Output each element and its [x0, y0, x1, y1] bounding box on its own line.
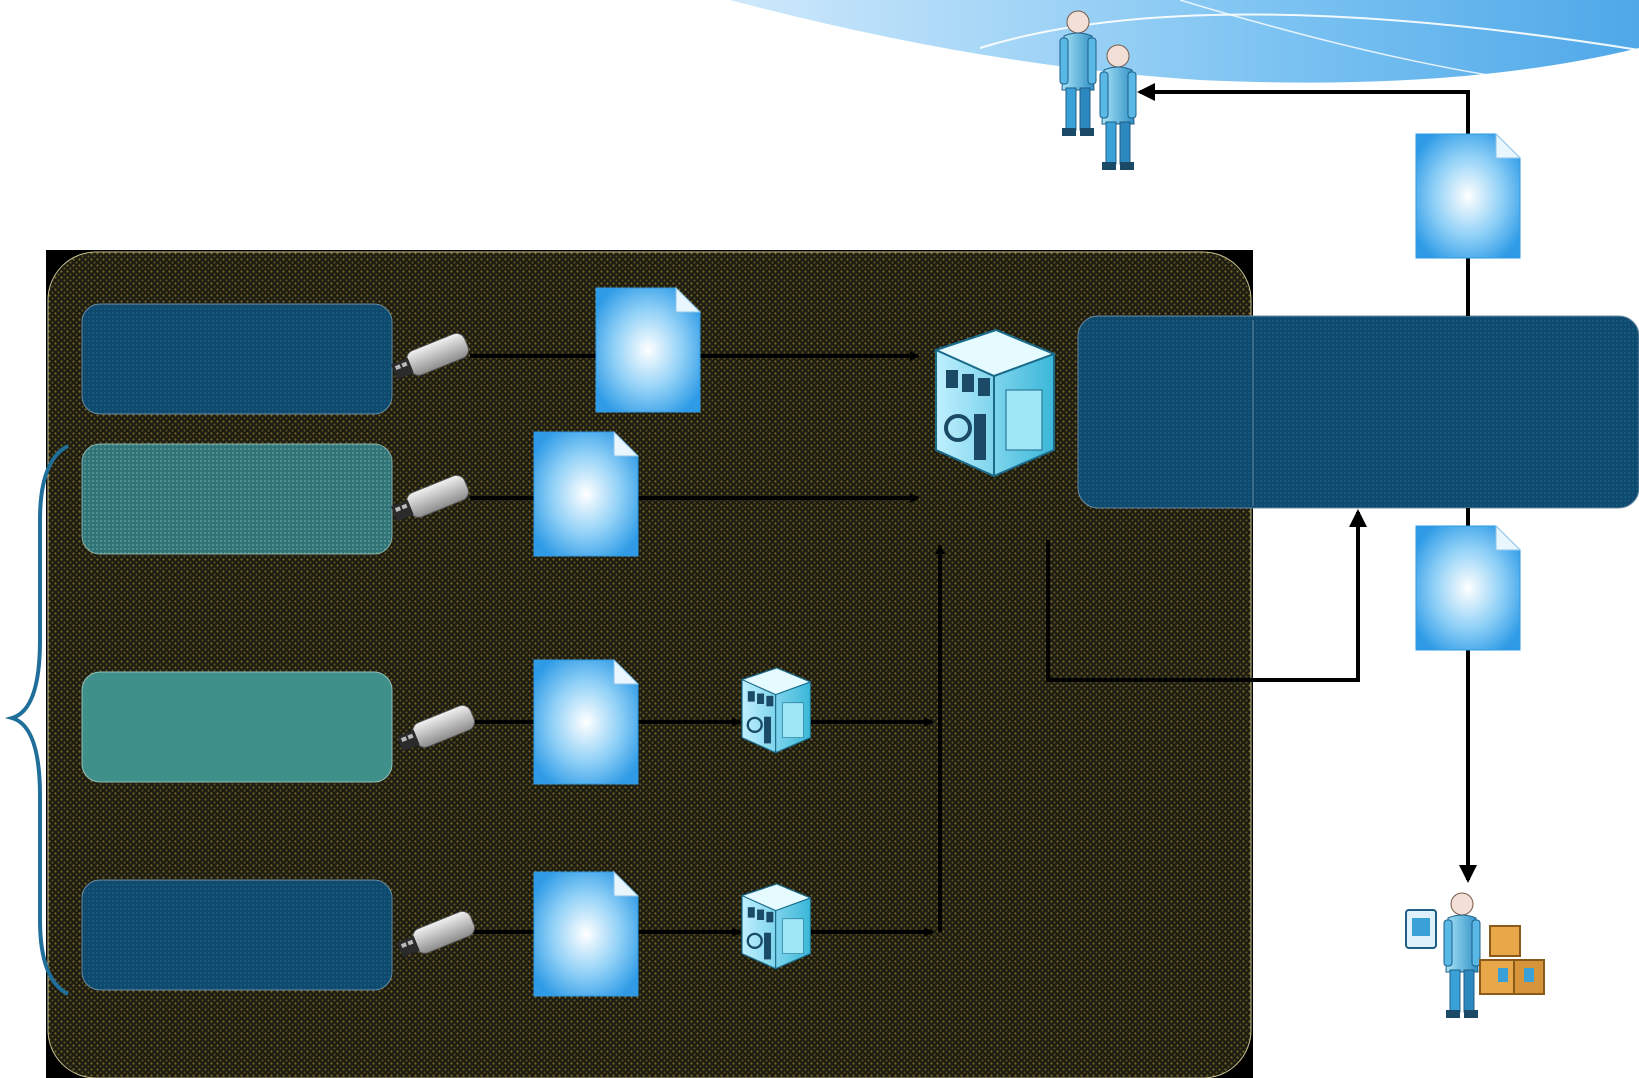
server-building-icon	[740, 882, 812, 970]
source-box-3	[81, 671, 393, 783]
document-icon	[533, 659, 639, 785]
person-with-boxes-icon	[1405, 892, 1545, 1019]
document-icon	[1415, 133, 1521, 259]
data-store-box	[1077, 315, 1639, 509]
source-box-2	[81, 443, 393, 555]
server-building-icon	[934, 328, 1056, 478]
server-building-icon	[740, 666, 812, 754]
source-box-1	[81, 303, 393, 415]
sky-banner-decoration	[730, 0, 1639, 83]
document-icon	[533, 431, 639, 557]
grouping-brace	[4, 444, 69, 996]
hub-to-store-arrow	[1046, 509, 1367, 682]
source-box-4	[81, 879, 393, 991]
document-icon	[595, 287, 701, 413]
document-icon	[1415, 525, 1521, 651]
document-icon	[533, 871, 639, 997]
